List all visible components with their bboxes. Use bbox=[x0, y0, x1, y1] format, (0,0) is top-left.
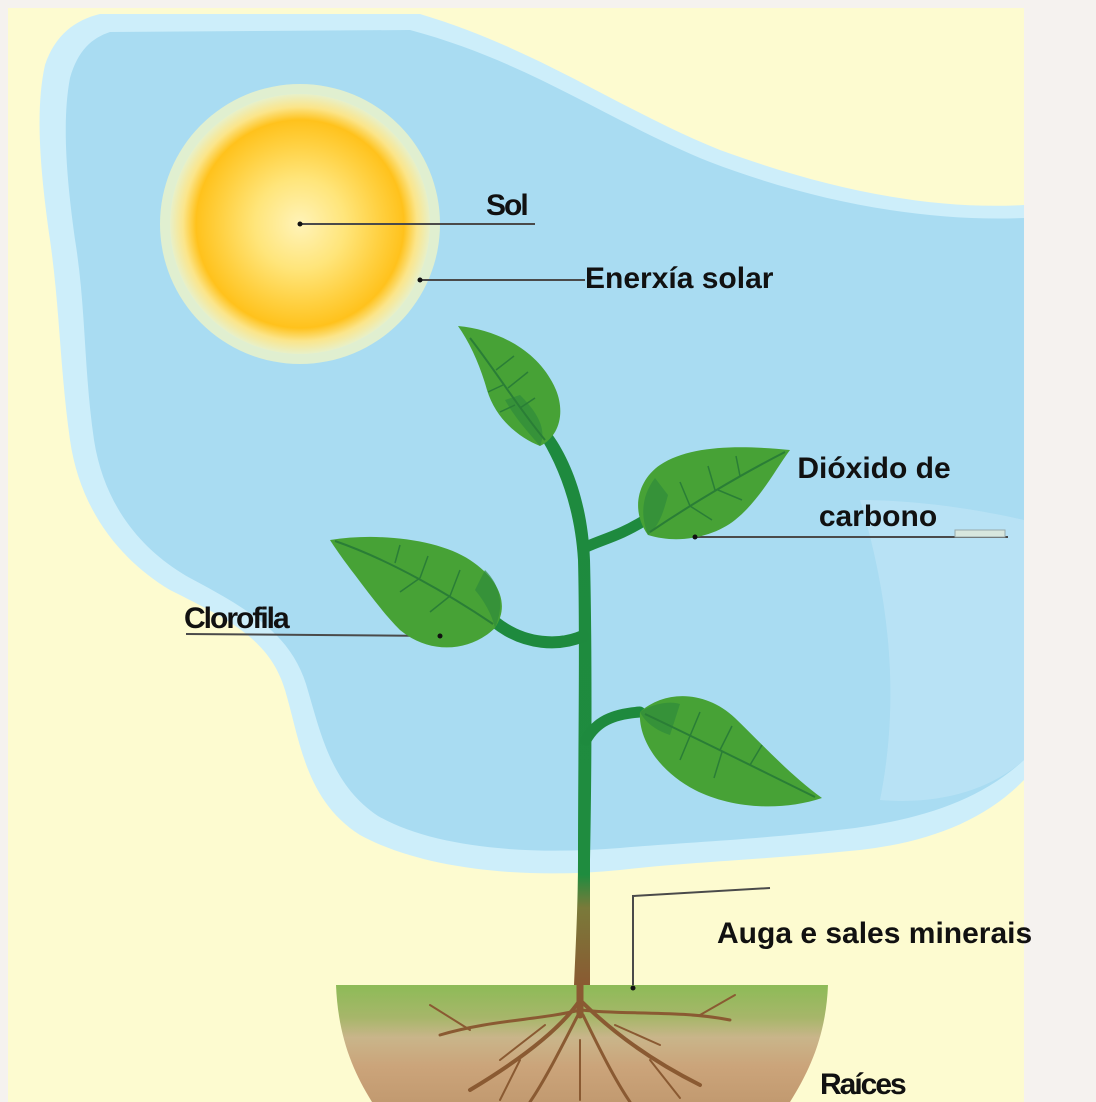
leader-lines bbox=[185, 223, 1008, 988]
label-chlorophyll: Clorofila bbox=[184, 602, 290, 635]
leaf-top bbox=[458, 326, 561, 446]
marker-dots bbox=[297, 221, 698, 991]
stem bbox=[542, 434, 592, 985]
leaf-lower-right bbox=[639, 696, 822, 807]
label-co2-line2: carbono bbox=[819, 500, 937, 533]
branch-upper-right bbox=[578, 514, 651, 554]
leaf-left bbox=[330, 536, 502, 648]
label-co2-line1: Dióxido de bbox=[797, 452, 950, 485]
label-roots: Raíces bbox=[820, 1068, 906, 1101]
branch-left bbox=[489, 616, 589, 649]
sky-fade-right bbox=[860, 500, 1024, 801]
branch-lower-right bbox=[580, 706, 646, 746]
soil bbox=[336, 985, 828, 1102]
label-sun: Sol bbox=[486, 189, 527, 222]
label-solar-energy: Enerxía solar bbox=[585, 262, 774, 295]
water-leader bbox=[632, 887, 771, 988]
leaf-upper-right bbox=[638, 447, 790, 540]
co2-arrow-mark bbox=[954, 529, 1006, 538]
label-water-minerals: Auga e sales minerais bbox=[717, 917, 1032, 950]
chlorophyll-leader bbox=[185, 633, 441, 637]
